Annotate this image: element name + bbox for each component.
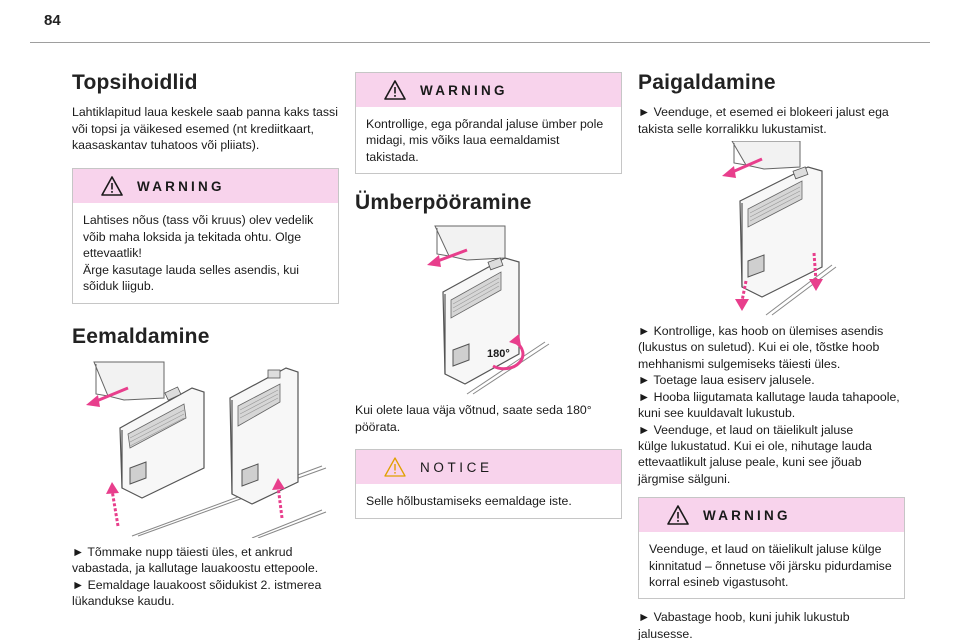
removal-diagram — [86, 361, 327, 538]
warning-body: Kontrollige, ega põrandal jaluse ümber p… — [356, 107, 621, 174]
warning-body: Veenduge, et laud on täielikult jaluse k… — [639, 532, 904, 599]
notice-label: NOTICE — [420, 459, 493, 475]
rotation-text: Kui olete laua väja võtnud, saate seda 1… — [355, 402, 620, 435]
notice-triangle-icon — [384, 457, 406, 477]
installation-step-line: külge lukustatud. Kui ei ole, nihutage l… — [638, 438, 872, 453]
rotation-diagram: 180° — [427, 225, 550, 395]
warning-header: WARNING — [639, 498, 904, 533]
notice-body: Selle hõlbustamiseks eemaldage iste. — [356, 484, 621, 518]
warning-body: Lahtises nõus (tass või kruus) olev vede… — [73, 203, 338, 303]
installation-step-line: mehhanismi sulgemiseks täiesti üles. — [638, 356, 841, 371]
warning-triangle-icon — [384, 80, 406, 100]
warning-box-floor: WARNING Kontrollige, ega põrandal jaluse… — [355, 72, 622, 175]
installation-step-line: ► Kontrollige, kas hoob on ülemises asen… — [638, 324, 884, 339]
installation-step-line: ► Veenduge, et laud on täielikult jaluse — [638, 422, 854, 437]
removal-step-line: lükandukse kaudu. — [72, 593, 175, 608]
page-number: 84 — [44, 12, 61, 29]
warning-line: sõiduk liigub. — [83, 279, 155, 294]
removal-steps: ► Tõmmake nupp täiesti üles, et ankrud v… — [72, 544, 337, 610]
warning-label: WARNING — [703, 507, 791, 523]
warning-line: võib maha loksida ja tekitada ohtu. Olge — [83, 229, 302, 244]
installation-illustration — [638, 141, 903, 317]
installation-step-line: (lukustus on suletud). Kui ei ole, tõstk… — [638, 340, 880, 355]
installation-step-line: jalusesse. — [638, 626, 693, 640]
installation-diagram — [722, 141, 837, 316]
installation-step1: ► Veenduge, et esemed ei blokeeri jalust… — [638, 104, 903, 137]
column-right: Paigaldamine ► Veenduge, et esemed ei bl… — [638, 70, 905, 640]
warning-label: WARNING — [137, 178, 225, 194]
installation-step-line: takista selle korralikku lukustamist. — [638, 121, 827, 136]
section-title-installation: Paigaldamine — [638, 71, 776, 94]
installation-step-line: ► Veenduge, et esemed ei blokeeri jalust… — [638, 105, 889, 120]
warning-header: WARNING — [73, 169, 338, 204]
rotation-angle-label: 180° — [487, 348, 510, 360]
removal-step-line: ► Eemaldage lauakoost sõidukist 2. istme… — [72, 577, 322, 592]
warning-box-liquid: WARNING Lahtises nõus (tass või kruus) o… — [72, 168, 339, 304]
warning-line: korral esineb vigastusoht. — [649, 574, 789, 589]
header-rule — [30, 42, 930, 43]
warning-line: ettevaatlik! — [83, 246, 142, 261]
notice-box-seat: NOTICE Selle hõlbustamiseks eemaldage is… — [355, 449, 622, 519]
notice-line: Selle hõlbustamiseks eemaldage iste. — [366, 494, 572, 509]
installation-step-line: ► Hooba liigutamata kallutage lauda taha… — [638, 389, 900, 404]
warning-triangle-icon — [101, 176, 123, 197]
installation-step-line: ► Toetage laua esiserv jalusele. — [638, 373, 815, 388]
removal-step-line: vabastada, ja kallutage lauakoostu ettep… — [72, 561, 319, 576]
column-left: Topsihoidlid Lahtiklapitud laua keskele … — [72, 70, 339, 610]
section-title-cup-holders: Topsihoidlid — [72, 71, 198, 94]
warning-line: Veenduge, et laud on täielikult jaluse k… — [649, 542, 882, 557]
rotation-illustration: 180° — [355, 224, 620, 396]
rotation-text-line: pöörata. — [355, 419, 401, 434]
installation-step-line: ettevaatlikult jaluse peale, kuni see jõ… — [638, 455, 862, 470]
warning-box-lock: WARNING Veenduge, et laud on täielikult … — [638, 497, 905, 600]
section-title-removal: Eemaldamine — [72, 324, 210, 348]
warning-label: WARNING — [420, 82, 508, 98]
cup-holders-intro: Lahtiklapitud laua keskele saab panna ka… — [72, 105, 338, 153]
notice-header: NOTICE — [356, 450, 621, 485]
installation-steps: ► Kontrollige, kas hoob on ülemises asen… — [638, 323, 903, 487]
warning-line: Kontrollige, ega põrandal jaluse ümber p… — [366, 117, 604, 131]
warning-triangle-icon — [667, 505, 689, 525]
warning-line: Lahtises nõus (tass või kruus) olev vede… — [83, 213, 314, 228]
column-middle: WARNING Kontrollige, ega põrandal jaluse… — [355, 72, 622, 519]
installation-step-line: järgmise sälguni. — [638, 471, 731, 486]
warning-line: Ärge kasutage lauda selles asendis, kui — [83, 262, 300, 277]
warning-line: kinnitatud – õnnetuse või järsku pidurda… — [649, 558, 892, 573]
rotation-text-line: Kui olete laua väja võtnud, saate seda 1… — [355, 403, 592, 418]
section-title-rotation: Ümberpööramine — [355, 191, 532, 215]
installation-step-line: kuni see kuuldavalt lukustub. — [638, 406, 796, 421]
warning-line: midagi, mis võiks laua eemaldamist takis… — [366, 133, 560, 164]
installation-final-step: ► Vabastage hoob, kuni juhik lukustub ja… — [638, 609, 903, 640]
installation-step-line: ► Vabastage hoob, kuni juhik lukustub — [638, 610, 850, 625]
removal-step-line: ► Tõmmake nupp täiesti üles, et ankrud — [72, 544, 293, 559]
warning-header: WARNING — [356, 73, 621, 107]
removal-illustration — [72, 358, 337, 538]
